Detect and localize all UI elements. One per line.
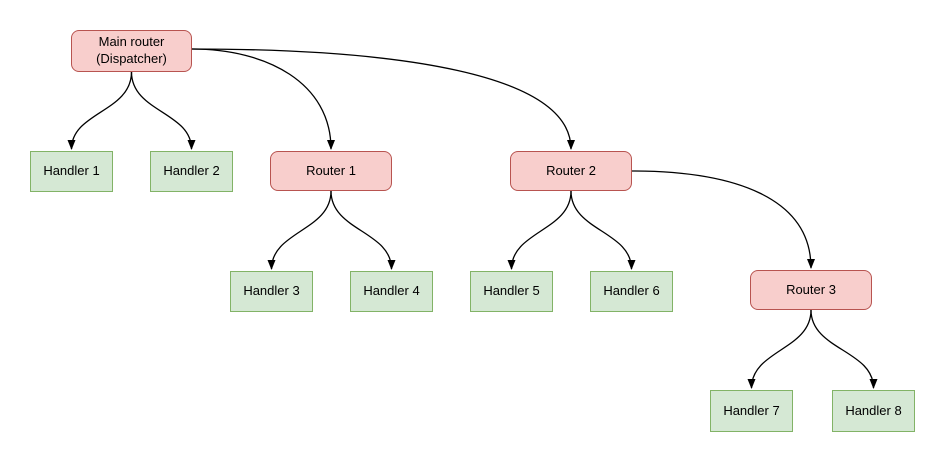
edge-router-2-to-router-3 — [631, 170, 815, 269]
handler-2-label: Handler 2 — [163, 163, 220, 179]
handler-1-label: Handler 1 — [43, 163, 100, 179]
edge-router-2-to-handler-5 — [507, 190, 572, 270]
handler-7-label: Handler 7 — [723, 402, 780, 418]
node-handler-8: Handler 8 — [832, 390, 915, 432]
edge-main-to-router-1 — [191, 48, 335, 150]
node-router-3: Router 3 — [750, 270, 872, 310]
edge-router-1-to-handler-3 — [267, 190, 332, 270]
node-handler-1: Handler 1 — [30, 151, 113, 192]
handler-3-label: Handler 3 — [243, 283, 300, 299]
node-handler-4: Handler 4 — [350, 271, 433, 312]
router-2-label: Router 2 — [546, 162, 596, 178]
handler-5-label: Handler 5 — [483, 283, 540, 299]
node-handler-5: Handler 5 — [470, 271, 553, 312]
node-router-1: Router 1 — [270, 151, 392, 191]
router-3-label: Router 3 — [786, 281, 836, 297]
edge-router-1-to-handler-4 — [330, 190, 396, 270]
node-main-router: Main router (Dispatcher) — [71, 30, 192, 72]
node-handler-6: Handler 6 — [590, 271, 673, 312]
node-router-2: Router 2 — [510, 151, 632, 191]
handler-6-label: Handler 6 — [603, 283, 660, 299]
handler-8-label: Handler 8 — [845, 402, 902, 418]
node-handler-7: Handler 7 — [710, 390, 793, 432]
node-handler-2: Handler 2 — [150, 151, 233, 192]
handler-4-label: Handler 4 — [363, 283, 420, 299]
edge-main-to-handler-2 — [130, 71, 196, 150]
main-router-label-line1: Main router — [98, 34, 165, 50]
edge-main-to-handler-1 — [67, 71, 133, 150]
edge-router-3-to-handler-7 — [747, 309, 812, 389]
node-handler-3: Handler 3 — [230, 271, 313, 312]
edge-router-3-to-handler-8 — [810, 309, 878, 389]
router-1-label: Router 1 — [306, 162, 356, 178]
edge-router-2-to-handler-6 — [570, 190, 636, 270]
edge-main-to-router-2 — [191, 48, 575, 150]
main-router-label-line2: (Dispatcher) — [96, 51, 167, 66]
